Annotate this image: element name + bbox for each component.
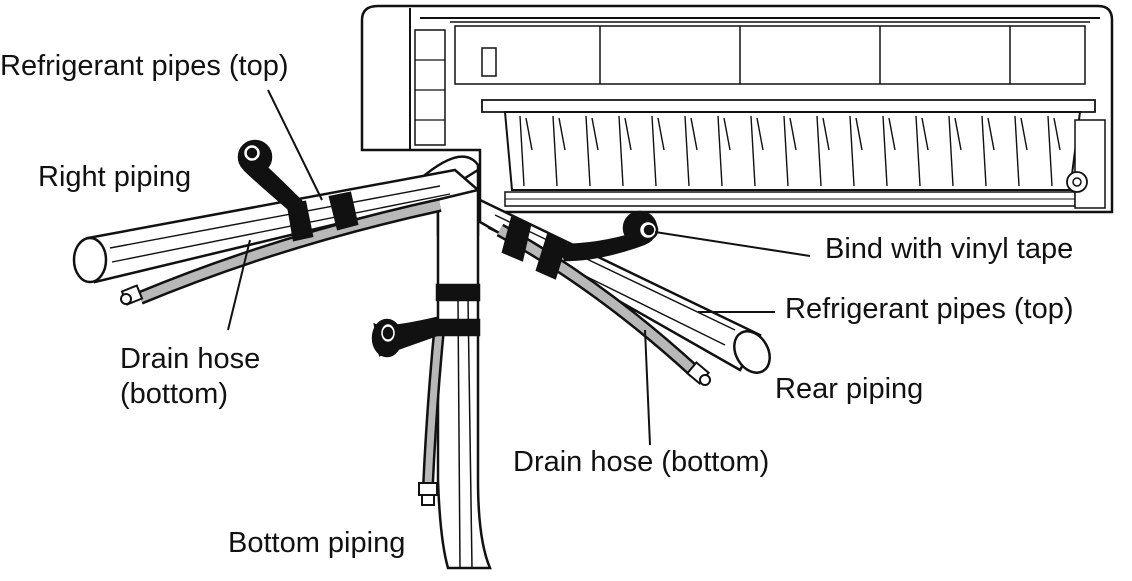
grille-slat [987, 117, 995, 151]
grille-louvre [552, 115, 558, 187]
grille-slat [1020, 117, 1028, 151]
grille-slat [525, 117, 533, 151]
label-bind-tape: Bind with vinyl tape [825, 233, 1073, 265]
leader-refrigerant-right [267, 89, 323, 201]
grille-slat [954, 117, 962, 151]
grille-louvre [1014, 115, 1020, 187]
grille-louvre [948, 115, 954, 187]
grille-slat [657, 117, 665, 151]
grille-louvre [519, 115, 525, 187]
leader-bind-tape [654, 231, 811, 257]
indoor-unit [360, 4, 1114, 214]
labels: Refrigerant pipes (top) Right piping Dra… [0, 50, 1074, 559]
grille-louvre [849, 115, 855, 187]
grille-louvre [915, 115, 921, 187]
grille-slat [591, 117, 599, 151]
grille-louvre [783, 115, 789, 187]
grille-louvre [882, 115, 888, 187]
grille-louvre [651, 115, 657, 187]
grille-louvre [816, 115, 822, 187]
grille-louvre [585, 115, 591, 187]
bottom-piping [371, 155, 492, 570]
leader-lines [227, 89, 811, 446]
grille-slat [756, 117, 764, 151]
leader-drain-rear [644, 329, 651, 446]
grille-louvre [684, 115, 690, 187]
fan-grille [519, 115, 1061, 187]
grille-slat [822, 117, 830, 151]
grille-slat [789, 117, 797, 151]
grille-slat [558, 117, 566, 151]
label-drain-rear: Drain hose (bottom) [513, 446, 769, 478]
label-refrigerant-right: Refrigerant pipes (top) [0, 50, 289, 82]
label-refrigerant-rear: Refrigerant pipes (top) [785, 293, 1074, 325]
grille-slat [888, 117, 896, 151]
grille-slat [723, 117, 731, 151]
leader-drain-right [227, 239, 251, 331]
label-right-piping: Right piping [38, 161, 191, 193]
label-drain-right-line2: (bottom) [120, 378, 228, 410]
label-rear-piping: Rear piping [775, 373, 923, 405]
grille-louvre [981, 115, 987, 187]
grille-slat [690, 117, 698, 151]
grille-louvre [618, 115, 624, 187]
grille-louvre [1047, 115, 1053, 187]
right-piping [72, 139, 481, 306]
grille-louvre [717, 115, 723, 187]
label-drain-right-line1: Drain hose [120, 343, 260, 375]
grille-slat [624, 117, 632, 151]
label-bottom-piping: Bottom piping [228, 527, 405, 559]
grille-slat [921, 117, 929, 151]
grille-slat [1053, 117, 1061, 151]
rear-piping [478, 198, 771, 386]
grille-slat [855, 117, 863, 151]
grille-louvre [750, 115, 756, 187]
